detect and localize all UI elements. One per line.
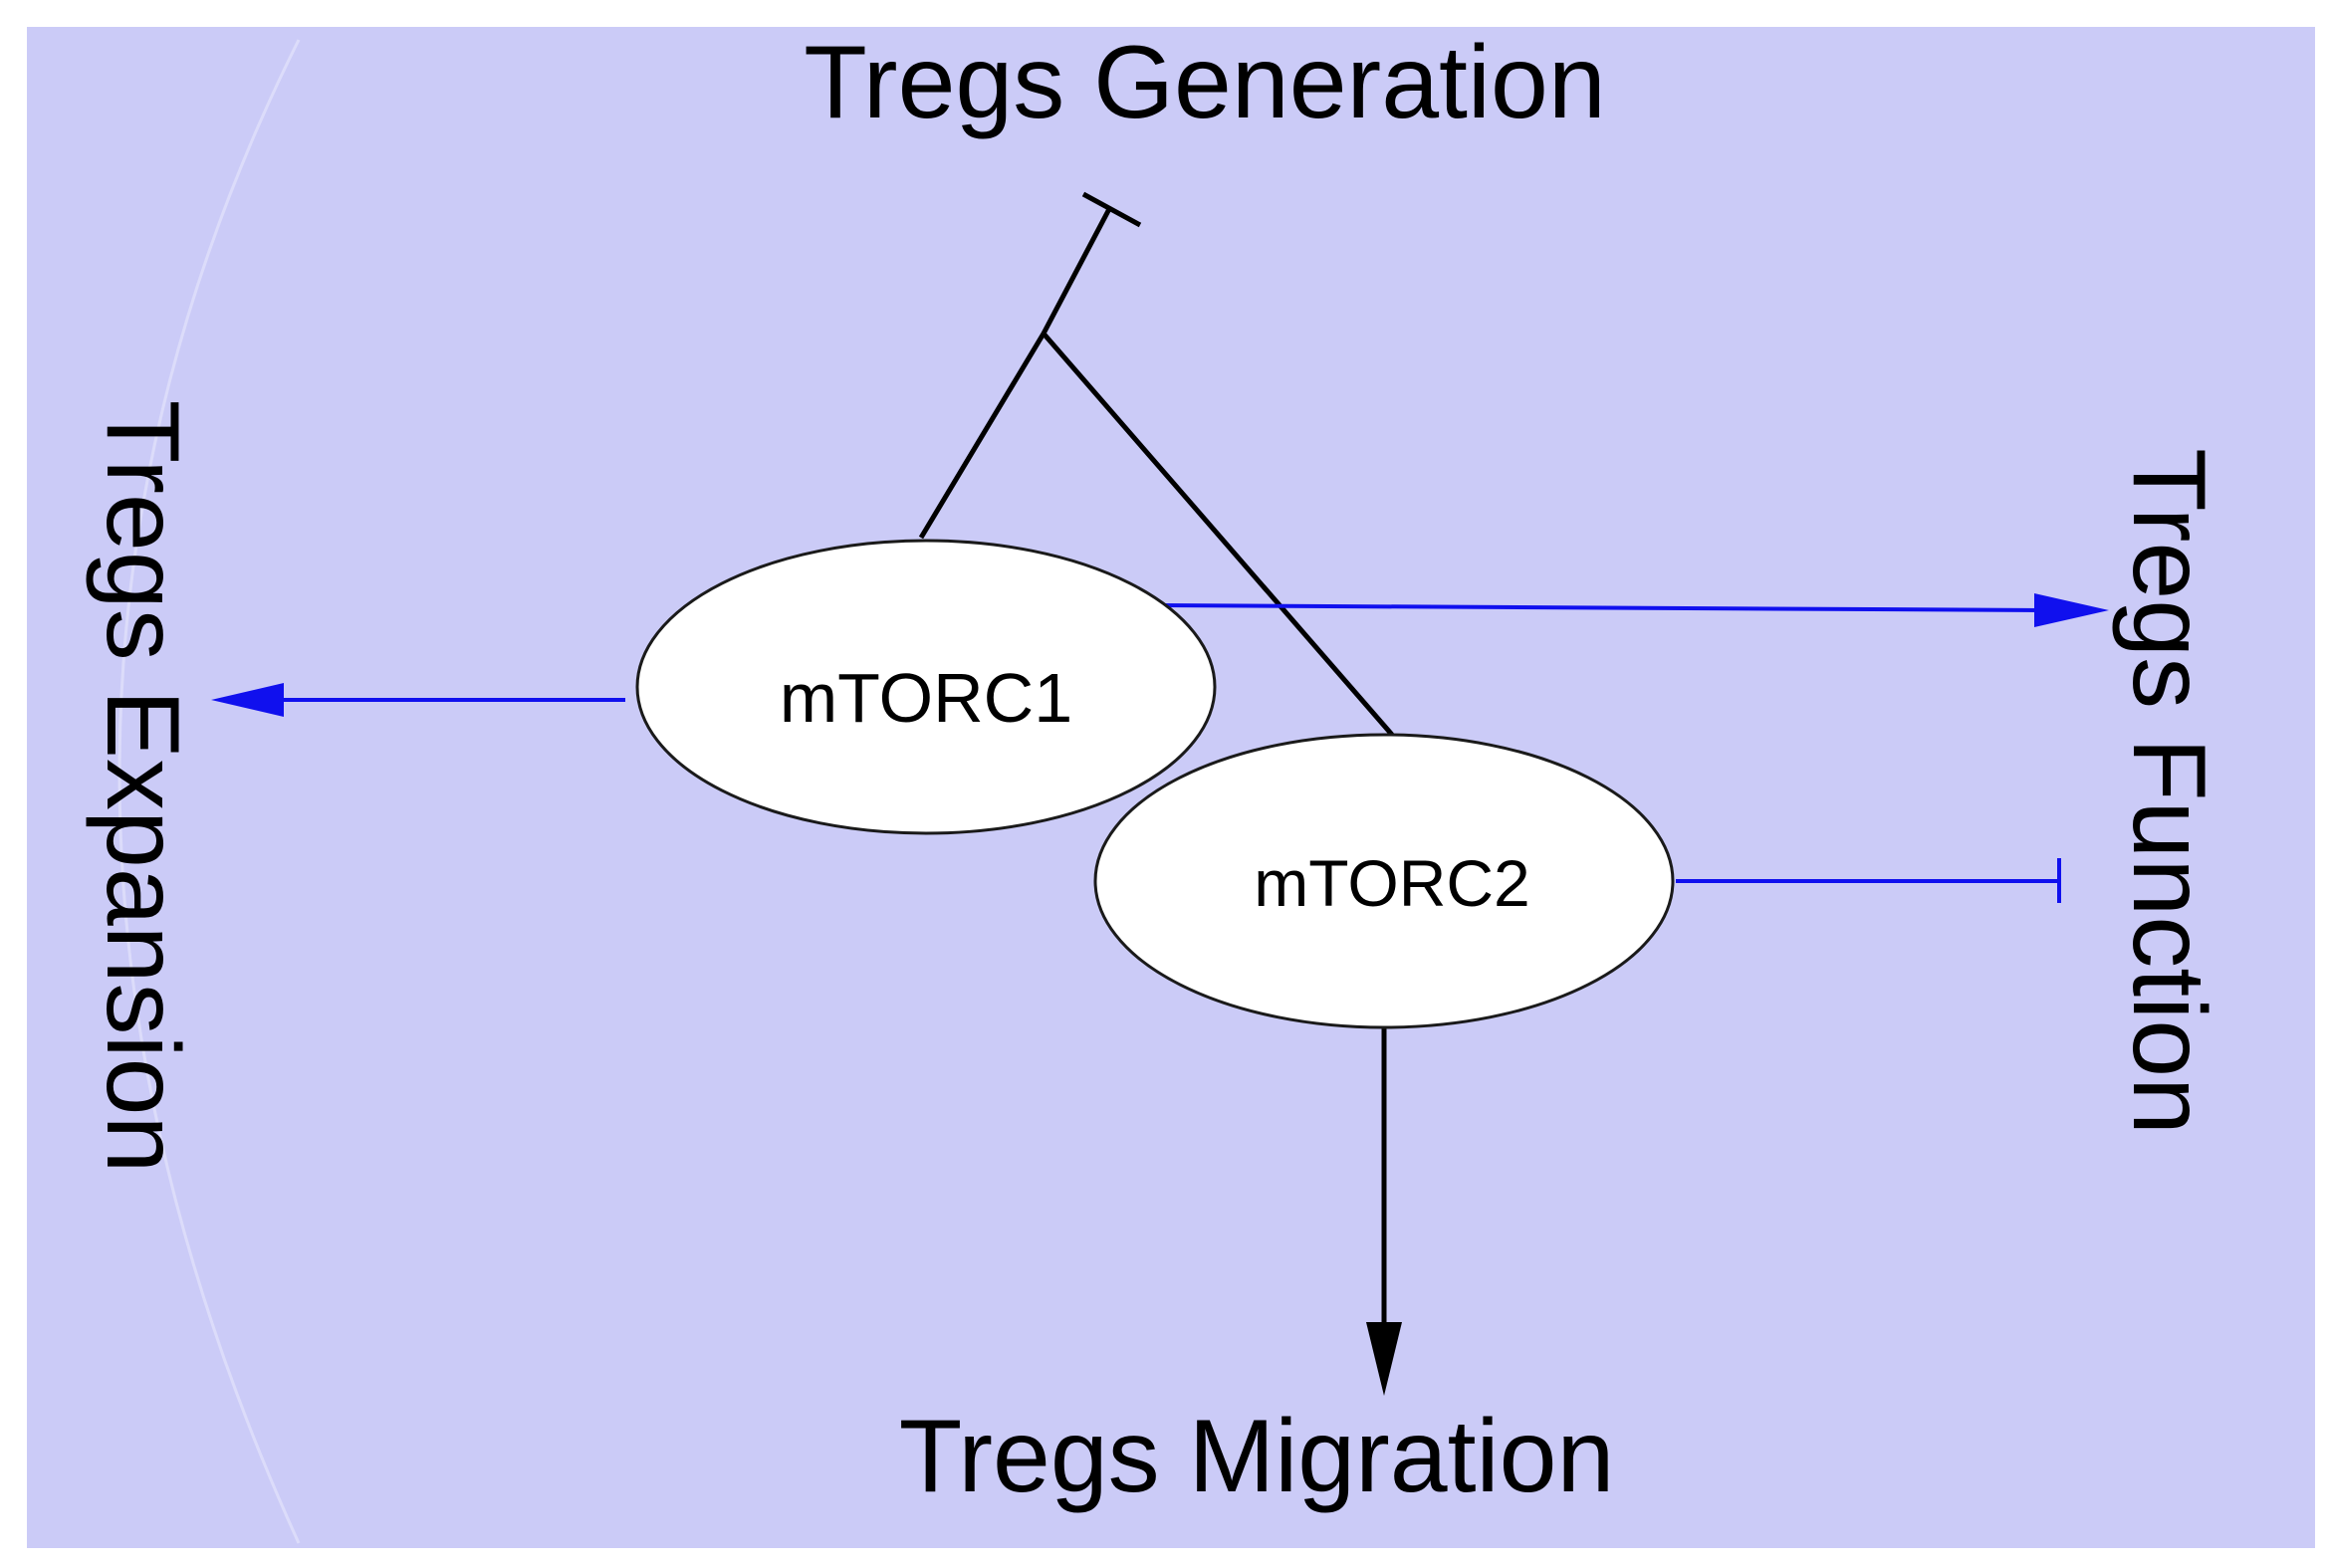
- arrowhead-function: [2034, 593, 2109, 627]
- arrowhead-migration: [1366, 1322, 1402, 1396]
- label-tregs-function: Tregs Function: [2111, 448, 2226, 1135]
- activation-edge-expansion: [211, 683, 625, 717]
- edge-mtorc2-to-junction: [1042, 332, 1394, 737]
- inhibition-edge-function: [1676, 858, 2061, 903]
- activation-edge-migration: [1366, 1027, 1402, 1396]
- node-mtorc2-ellipse: [1093, 733, 1675, 1029]
- inhibition-bar-generation: [1081, 191, 1142, 228]
- node-mtorc1-ellipse: [635, 539, 1217, 835]
- node-mtorc2-label: mTORC2: [1254, 846, 1529, 920]
- node-mtorc2: mTORC2: [1093, 733, 1675, 1029]
- inhibition-edge-generation: [918, 191, 1394, 737]
- node-mtorc1: mTORC1: [635, 539, 1217, 835]
- edge-junction-to-generation: [1041, 205, 1113, 336]
- activation-edge-function: [1159, 593, 2109, 627]
- node-mtorc1-label: mTORC1: [780, 659, 1072, 737]
- arrowhead-expansion: [211, 683, 284, 717]
- faint-arc: [117, 39, 301, 1544]
- edge-mtorc1-to-function: [1159, 603, 2042, 612]
- label-tregs-expansion: Tregs Expansion: [85, 400, 200, 1174]
- label-tregs-generation: Tregs Generation: [804, 25, 1605, 140]
- edge-mtorc1-to-junction: [918, 332, 1047, 540]
- label-tregs-migration: Tregs Migration: [899, 1399, 1615, 1514]
